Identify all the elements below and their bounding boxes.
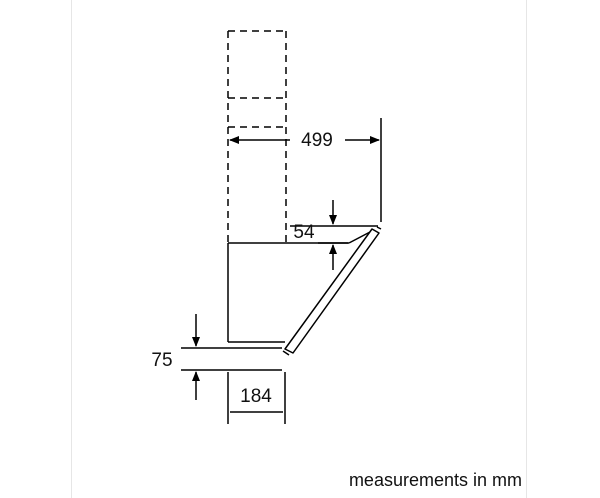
frame-right-edge (526, 0, 527, 498)
units-caption: measurements in mm (348, 470, 522, 490)
slanted-glass-panel (284, 228, 380, 354)
label-184: 184 (240, 386, 272, 407)
dimension-54: 54 (290, 200, 378, 270)
dimension-184: 184 (227, 372, 286, 424)
dimension-75: 75 (151, 314, 282, 400)
label-499: 499 (301, 130, 333, 151)
label-54: 54 (293, 222, 315, 243)
label-75: 75 (151, 350, 172, 371)
frame-left-edge (71, 0, 72, 498)
hood-body (227, 231, 371, 343)
dimension-499: 499 (229, 118, 382, 222)
chimney-outline (227, 30, 287, 243)
